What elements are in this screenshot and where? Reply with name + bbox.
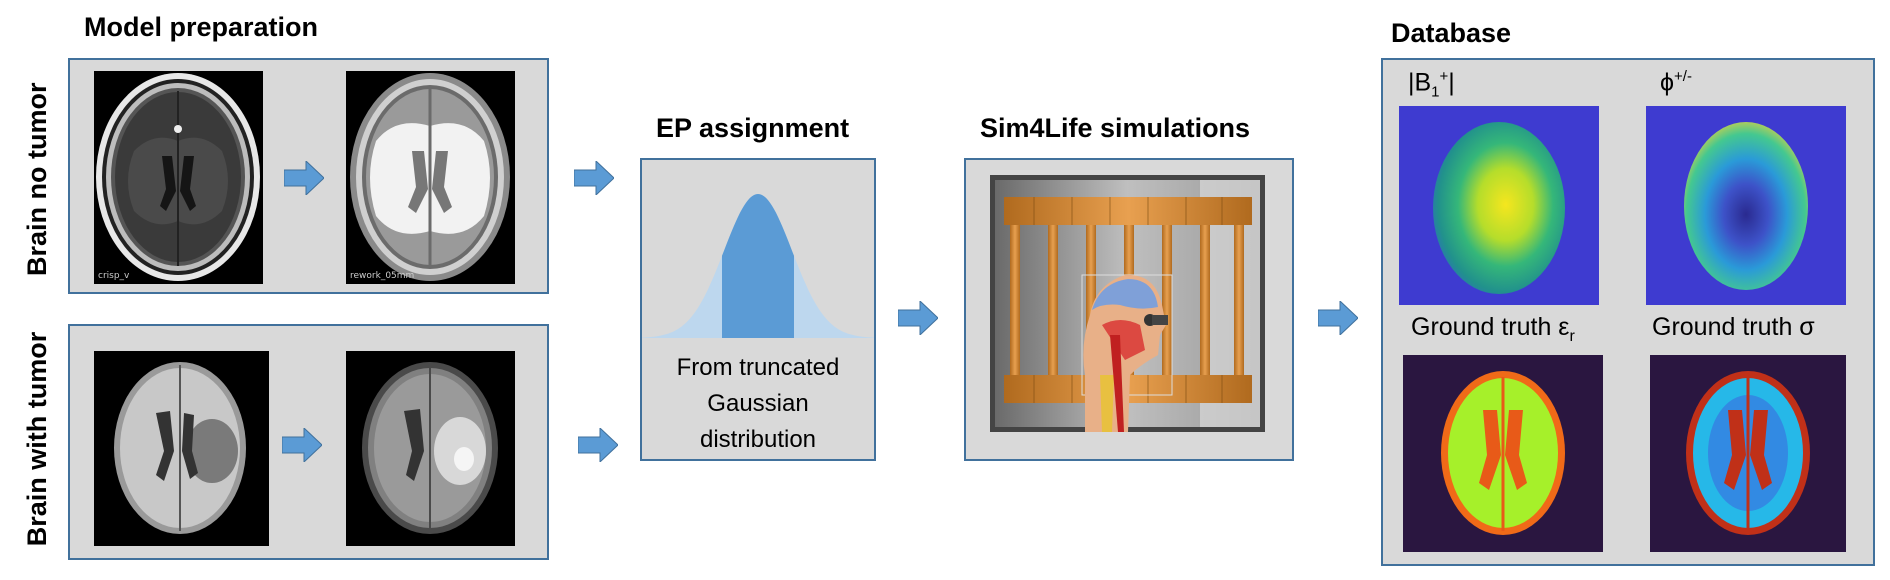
ep-line-3: distribution — [699, 426, 817, 453]
ep-line-2: Gaussian — [707, 390, 809, 417]
ground-truth-sigma-label: Ground truth σ — [1652, 313, 1815, 341]
ep-description: From truncated Gaussian distribution — [642, 350, 874, 458]
row-label-no-tumor: Brain no tumor — [22, 82, 52, 277]
t1-mri-no-tumor-image: crisp_v — [94, 71, 263, 284]
segmentation-no-tumor-image: rework_05mm — [346, 71, 515, 284]
phase-sup: +/- — [1674, 68, 1692, 85]
phase-label: ϕ+/- — [1660, 68, 1692, 97]
b1-label-sub: 1 — [1431, 83, 1440, 101]
segmentation-with-tumor-image — [346, 351, 515, 546]
b1-label-prefix: |B — [1408, 68, 1432, 97]
permittivity-ground-truth-image — [1403, 355, 1603, 552]
arrow-right-icon — [1318, 301, 1358, 335]
b1-label-end: | — [1448, 68, 1455, 97]
sim4life-title: Sim4Life simulations — [980, 113, 1251, 143]
row-label-with-tumor: Brain with tumor — [22, 331, 52, 547]
arrow-right-icon — [574, 161, 614, 195]
arrow-right-icon — [898, 301, 938, 335]
model-preparation-title: Model preparation — [84, 12, 319, 42]
eps-label-sub: r — [1569, 328, 1575, 345]
ep-assignment-title: EP assignment — [656, 113, 850, 143]
arrow-right-icon — [284, 161, 324, 195]
t1-no-tumor-caption: crisp_v — [98, 271, 130, 281]
b1-label-sup: + — [1439, 68, 1449, 85]
database-title: Database — [1391, 18, 1512, 48]
segmentation-no-tumor-caption: rework_05mm — [350, 271, 415, 281]
truncated-gaussian-icon — [642, 194, 874, 338]
arrow-right-icon — [578, 428, 618, 462]
b1-magnitude-label: |B1+| — [1408, 68, 1455, 100]
ep-line-1: From truncated — [676, 354, 840, 381]
b1-magnitude-map-image — [1399, 106, 1599, 305]
ground-truth-eps-label: Ground truth εr — [1411, 313, 1575, 346]
phase-map-image — [1646, 106, 1846, 305]
sim4life-coil-head-model-image — [990, 175, 1265, 432]
eps-label-text: Ground truth ε — [1411, 313, 1570, 341]
conductivity-ground-truth-image — [1650, 355, 1846, 552]
arrow-right-icon — [282, 428, 322, 462]
t1-mri-with-tumor-image — [94, 351, 269, 546]
phase-symbol: ϕ — [1660, 68, 1675, 97]
